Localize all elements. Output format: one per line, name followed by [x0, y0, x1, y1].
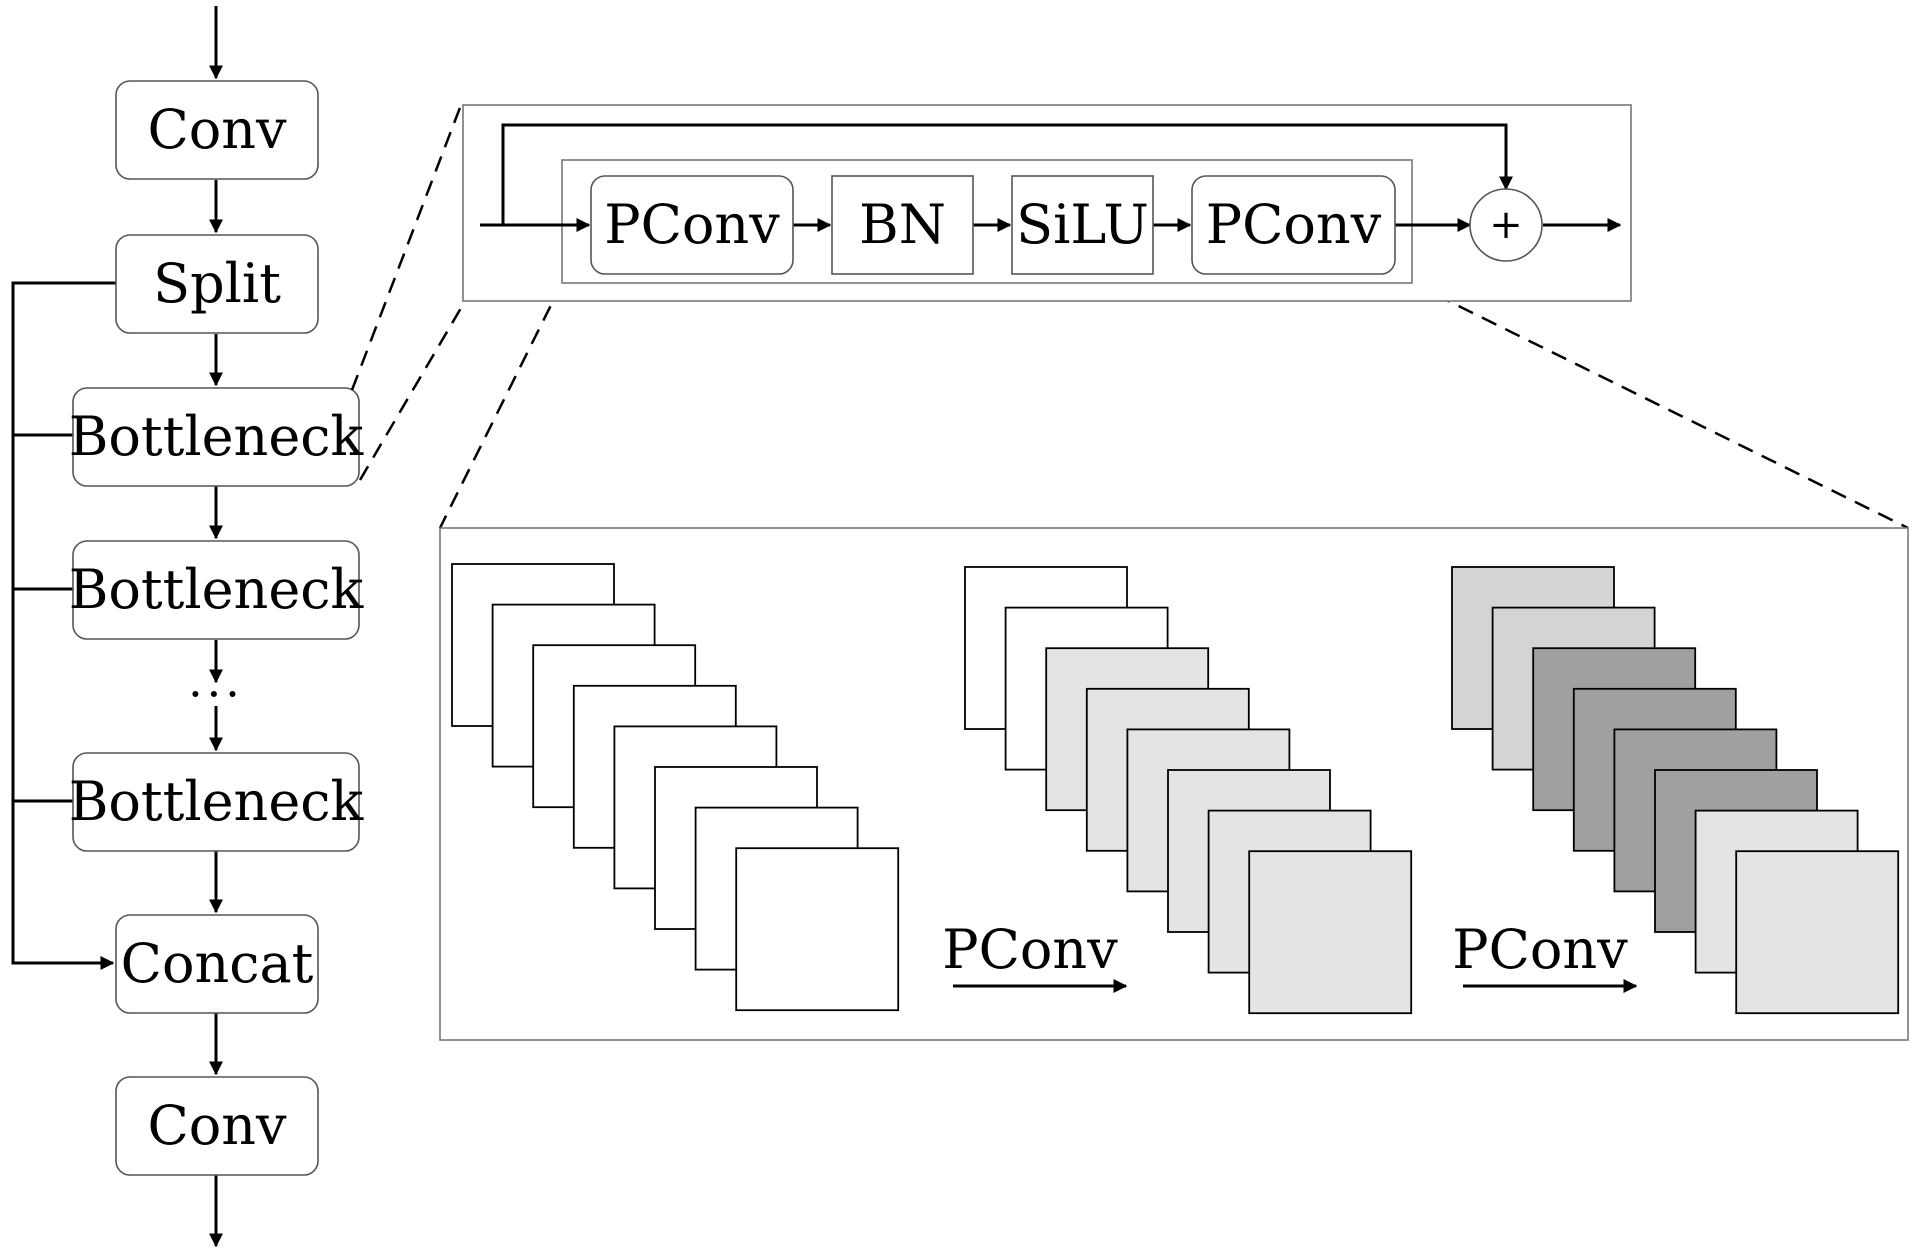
split-label: Split	[153, 252, 281, 315]
bottleneck-2-label: Bottleneck	[68, 558, 364, 621]
feature-map-channel	[1735, 850, 1900, 1015]
pconv-step-1-label: PConv	[942, 918, 1118, 981]
add-symbol: +	[1489, 202, 1523, 248]
pconv-2-box	[1191, 175, 1396, 275]
concat-box	[115, 914, 319, 1014]
shortcut-line	[501, 123, 1513, 225]
pconv-step-2-label: PConv	[1452, 918, 1628, 981]
feature-map-channel	[735, 847, 900, 1012]
bn-box	[831, 175, 974, 275]
bypass-line	[11, 281, 116, 970]
pconv-2-label: PConv	[1205, 193, 1382, 256]
feature-stack-partial	[964, 566, 1413, 1015]
split-box	[115, 234, 319, 334]
zoom-line-upper-1	[350, 104, 463, 391]
zoom-lines	[350, 104, 1909, 530]
add-node	[1469, 188, 1543, 262]
conv-top-label: Conv	[147, 98, 287, 161]
main-flow	[11, 6, 360, 1248]
pconv-1-label: PConv	[604, 193, 780, 256]
zoom-line-lower-1	[438, 282, 564, 529]
ellipsis-label: ···	[188, 667, 244, 721]
conv-bottom-label: Conv	[147, 1094, 287, 1157]
silu-label: SiLU	[1016, 193, 1149, 256]
pconv-1-box	[590, 175, 794, 275]
conv-top-box	[115, 80, 319, 180]
feature-map-channel	[1248, 850, 1413, 1015]
bottleneck-1-box	[72, 387, 360, 487]
bottleneck-2-box	[72, 540, 360, 640]
feature-stack-output	[1451, 566, 1900, 1015]
zoom-line-upper-2	[358, 307, 463, 481]
zoom-line-lower-2	[1411, 281, 1909, 530]
silu-box	[1011, 175, 1154, 275]
bottleneck-n-label: Bottleneck	[68, 770, 364, 833]
conv-bottom-box	[115, 1076, 319, 1176]
bn-label: BN	[859, 193, 946, 256]
pconv-illustration	[439, 527, 1909, 1041]
concat-label: Concat	[120, 932, 314, 995]
bottleneck-1-label: Bottleneck	[68, 405, 364, 468]
bottleneck-n-box	[72, 752, 360, 852]
bottleneck-detail	[462, 104, 1632, 302]
feature-stack-input	[451, 563, 900, 1012]
